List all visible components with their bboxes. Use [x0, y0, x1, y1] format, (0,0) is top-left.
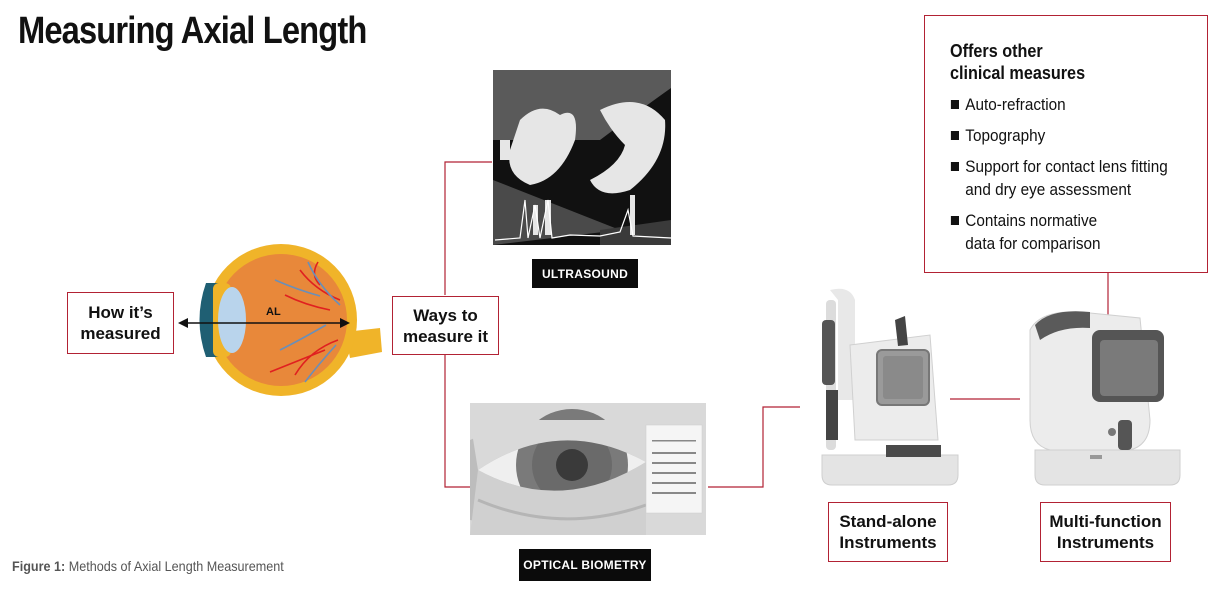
- connector-to-ultrasound: [444, 161, 492, 295]
- page-title: Measuring Axial Length: [18, 10, 367, 52]
- axial-length-label: AL: [266, 306, 281, 318]
- square-bullet-icon: [950, 162, 959, 171]
- other-measures-list: Auto-refraction Topography Support for c…: [950, 93, 1207, 255]
- optical-biometry-label: OPTICAL BIOMETRY: [519, 549, 651, 581]
- ways-line2: measure it: [402, 326, 489, 346]
- figure-caption: Figure 1: Methods of Axial Length Measur…: [12, 558, 284, 574]
- heading-line1: Offers other: [950, 41, 1043, 61]
- list-item: Auto-refraction: [950, 93, 1181, 116]
- how-measured-box: How it’s measured: [67, 292, 174, 354]
- square-bullet-icon: [950, 216, 959, 225]
- multifunction-line1: Multi-function: [1049, 512, 1162, 531]
- how-measured-line1: How it’s: [88, 303, 153, 322]
- ultrasound-label: ULTRASOUND: [532, 259, 638, 288]
- heading-line2: clinical measures: [950, 63, 1086, 83]
- connector-lines: [444, 161, 1109, 488]
- connector-to-optical: [444, 355, 470, 488]
- multifunction-line2: Instruments: [1056, 533, 1155, 552]
- multifunction-instrument-image: [1029, 311, 1181, 486]
- square-bullet-icon: [950, 131, 959, 140]
- standalone-line1: Stand-alone: [839, 512, 937, 531]
- connector-to-standalone: [708, 406, 800, 488]
- ultrasound-image: [493, 70, 672, 245]
- how-measured-line2: measured: [80, 324, 161, 343]
- square-bullet-icon: [950, 100, 959, 109]
- arrow-left-icon: [178, 318, 188, 328]
- caption-text: Methods of Axial Length Measurement: [65, 558, 284, 574]
- ways-line1: Ways to: [413, 305, 478, 325]
- standalone-line2: Instruments: [839, 533, 937, 552]
- arrow-right-icon: [340, 318, 350, 328]
- caption-label: Figure 1:: [12, 558, 66, 574]
- list-item: Topography: [950, 124, 1181, 147]
- optical-biometry-image: [470, 403, 706, 535]
- standalone-instrument-image: [821, 288, 959, 486]
- eye-illustration: [178, 244, 382, 396]
